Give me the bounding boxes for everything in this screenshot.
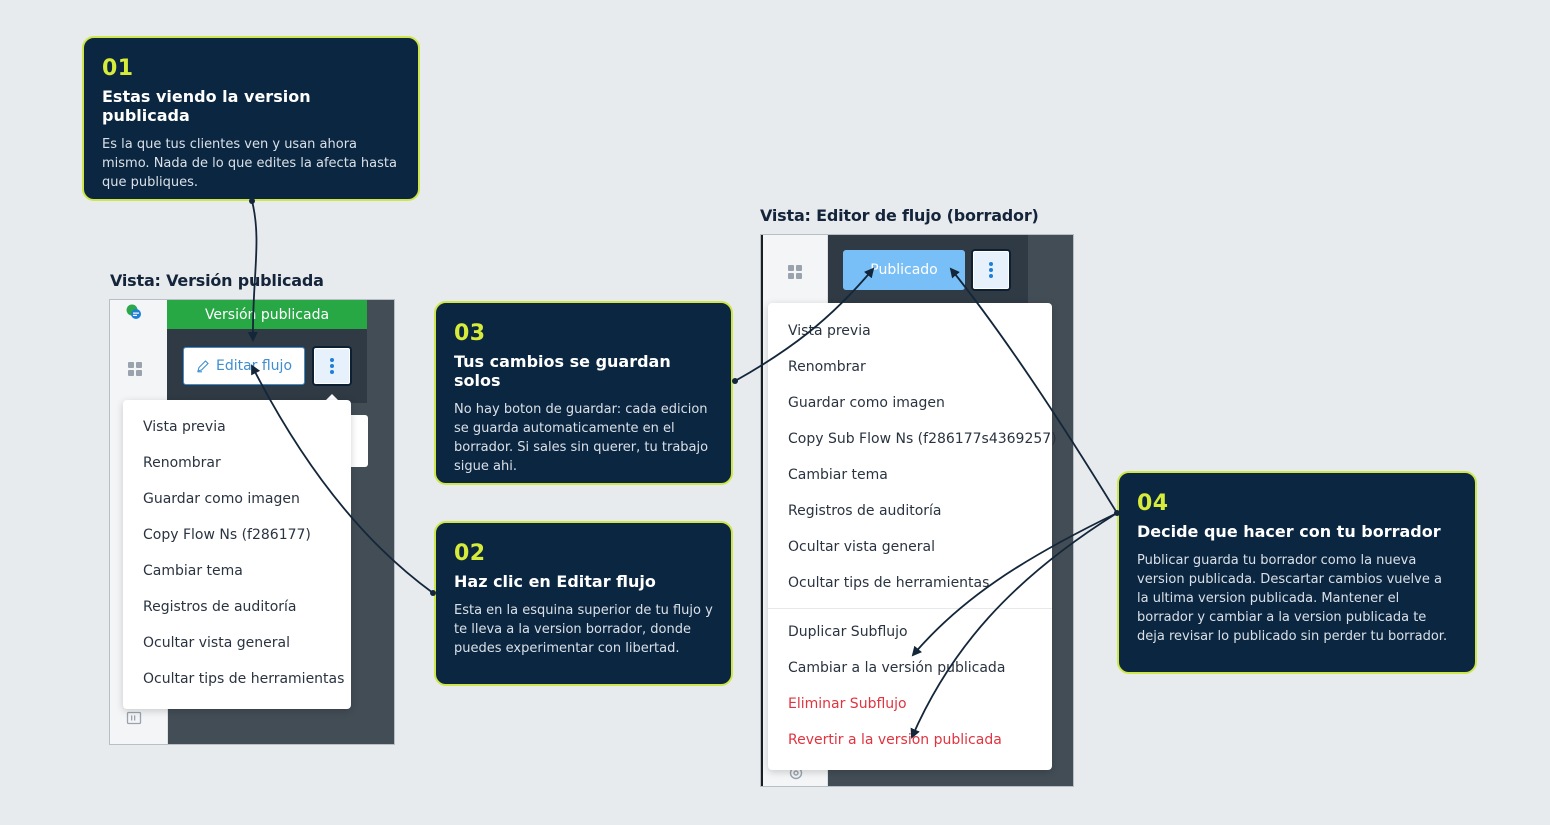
- menu-item-hide-overview[interactable]: Ocultar vista general: [143, 635, 290, 651]
- hidden-panel-edge: [348, 415, 368, 467]
- callout-title: Decide que hacer con tu borrador: [1137, 522, 1441, 541]
- more-options-button[interactable]: [971, 249, 1011, 291]
- chat-bubbles-icon: [126, 304, 141, 319]
- menu-item-preview[interactable]: Vista previa: [788, 323, 871, 339]
- menu-item-change-theme[interactable]: Cambiar tema: [788, 467, 888, 483]
- right-options-menu: Vista previa Renombrar Guardar como imag…: [768, 303, 1057, 770]
- callout-body: Es la que tus clientes ven y usan ahora …: [102, 137, 397, 190]
- menu-item-copy-flow-ns[interactable]: Copy Flow Ns (f286177): [143, 527, 311, 543]
- menu-item-audit-logs[interactable]: Registros de auditoría: [788, 503, 942, 519]
- callout-number: 04: [1137, 491, 1169, 516]
- menu-item-preview[interactable]: Vista previa: [143, 419, 226, 435]
- more-options-button[interactable]: [312, 346, 352, 386]
- callout-number: 01: [102, 56, 134, 81]
- callout-04: 04 Decide que hacer con tu borrador Publ…: [1117, 471, 1477, 674]
- menu-item-duplicate-subflow[interactable]: Duplicar Subflujo: [788, 624, 908, 640]
- menu-item-delete-subflow[interactable]: Eliminar Subflujo: [788, 696, 907, 712]
- callout-03: 03 Tus cambios se guardan solos No hay b…: [434, 301, 733, 485]
- menu-item-copy-subflow-ns[interactable]: Copy Sub Flow Ns (f286177s4369257): [788, 431, 1057, 447]
- menu-item-hide-tooltips[interactable]: Ocultar tips de herramientas: [143, 671, 345, 687]
- left-view-title: Vista: Versión publicada: [110, 271, 324, 290]
- grid-icon[interactable]: [127, 361, 143, 377]
- edit-flow-label: Editar flujo: [215, 358, 293, 374]
- grid-icon[interactable]: [787, 264, 803, 280]
- menu-separator: [768, 608, 1052, 609]
- menu-item-change-theme[interactable]: Cambiar tema: [143, 563, 243, 579]
- published-button[interactable]: Publicado: [843, 250, 965, 290]
- menu-item-hide-overview[interactable]: Ocultar vista general: [788, 539, 935, 555]
- callout-02: 02 Haz clic en Editar flujo Esta en la e…: [434, 521, 733, 686]
- callout-01: 01 Estas viendo la version publicada Es …: [82, 36, 420, 201]
- callout-body: Esta en la esquina superior de tu flujo …: [454, 603, 713, 656]
- menu-item-rename[interactable]: Renombrar: [788, 359, 866, 375]
- panel-icon[interactable]: [126, 710, 142, 726]
- menu-item-save-image[interactable]: Guardar como imagen: [788, 395, 945, 411]
- callout-title: Tus cambios se guardan solos: [454, 352, 671, 390]
- callout-body: No hay boton de guardar: cada edicion se…: [454, 402, 709, 474]
- callout-body: Publicar guarda tu borrador como la nuev…: [1137, 553, 1448, 644]
- published-version-banner: Versión publicada: [167, 300, 367, 329]
- menu-item-rename[interactable]: Renombrar: [143, 455, 221, 471]
- right-view-title: Vista: Editor de flujo (borrador): [760, 206, 1039, 225]
- callout-number: 02: [454, 541, 486, 566]
- callout-title: Haz clic en Editar flujo: [454, 572, 656, 591]
- menu-item-switch-to-published[interactable]: Cambiar a la versión publicada: [788, 660, 1006, 676]
- menu-item-hide-tooltips[interactable]: Ocultar tips de herramientas: [788, 575, 990, 591]
- menu-item-save-image[interactable]: Guardar como imagen: [143, 491, 300, 507]
- pencil-icon: [197, 360, 209, 373]
- menu-item-revert-to-published[interactable]: Revertir a la version publicada: [788, 732, 1002, 748]
- edit-flow-button[interactable]: Editar flujo: [183, 347, 305, 385]
- menu-item-audit-logs[interactable]: Registros de auditoría: [143, 599, 297, 615]
- callout-number: 03: [454, 321, 486, 346]
- callout-title: Estas viendo la version publicada: [102, 87, 311, 125]
- left-options-menu: Vista previa Renombrar Guardar como imag…: [123, 400, 351, 709]
